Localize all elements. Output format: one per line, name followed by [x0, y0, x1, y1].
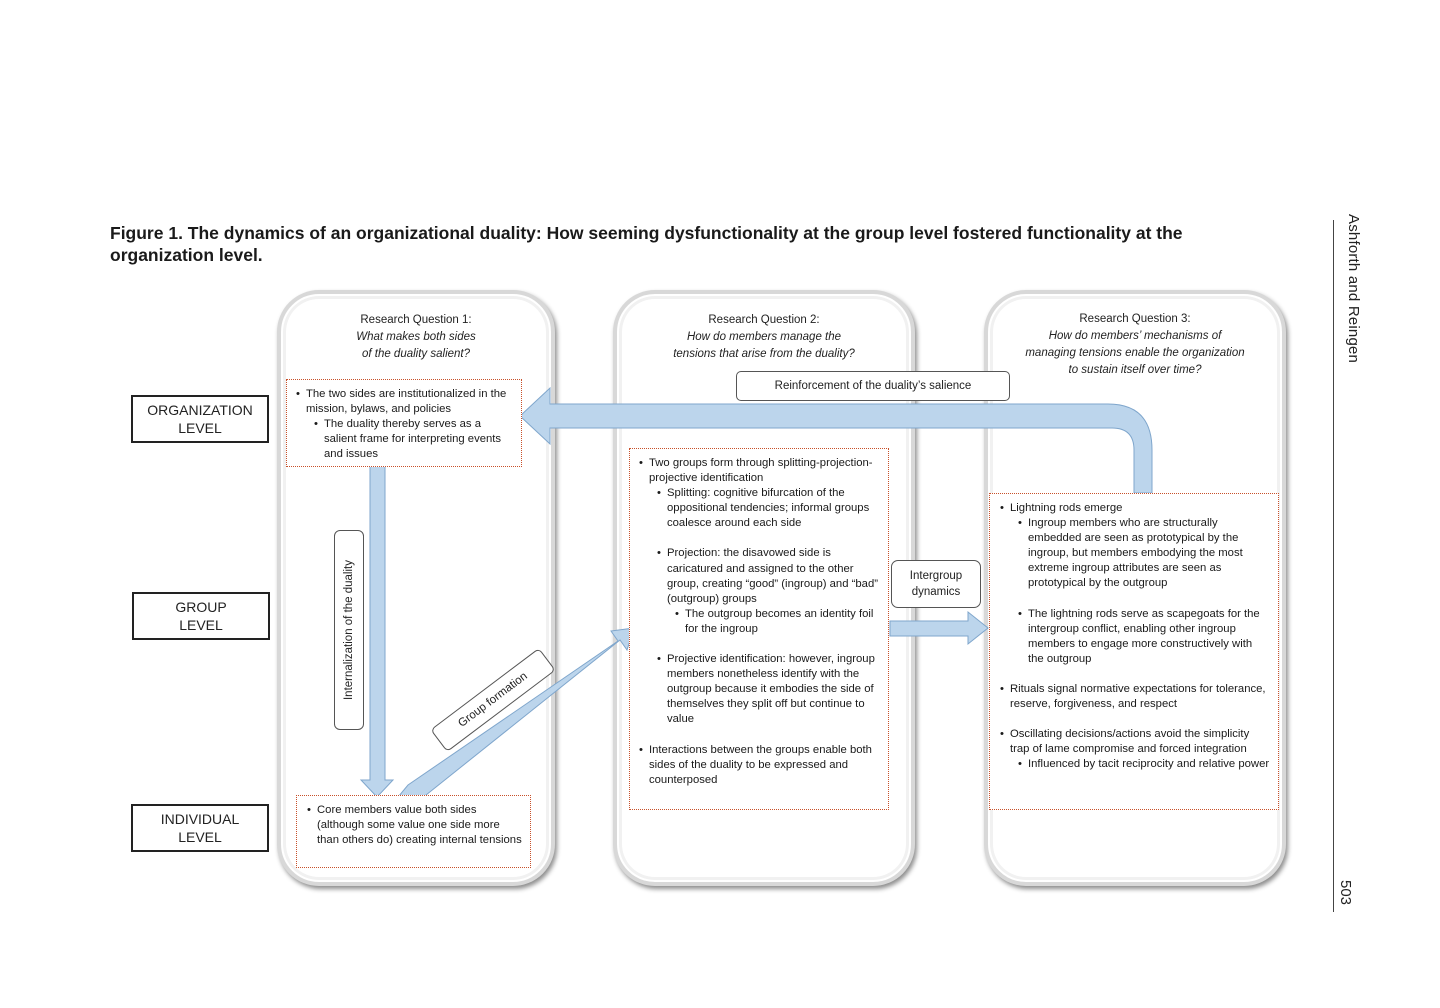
internalization-label: Internalization of the duality — [334, 530, 364, 730]
rq-heading: Research Question 1: — [360, 314, 472, 326]
bullet-text: Rituals signal normative expectations fo… — [1010, 682, 1266, 711]
list-item: Projective identification: however, ingr… — [656, 652, 880, 727]
research-question-1: Research Question 1: What makes both sid… — [281, 312, 551, 363]
rq-heading: Research Question 2: — [708, 314, 820, 326]
mechanisms-box: Lightning rods emerge Ingroup members wh… — [989, 493, 1279, 810]
intergroup-label: Intergroup dynamics — [891, 560, 981, 608]
bullet-text: Interactions between the groups enable b… — [649, 743, 872, 786]
rq-question-line: How do members’ mechanisms of — [1048, 330, 1222, 342]
intergroup-label-line: Intergroup — [909, 570, 963, 582]
bullet-text: Projective identification: however, ingr… — [667, 653, 875, 726]
bullet-text: The two sides are institutionalized in t… — [306, 388, 507, 416]
individual-level-label: INDIVIDUAL LEVEL — [131, 804, 269, 852]
organization-level-label: ORGANIZATION LEVEL — [131, 395, 269, 443]
bullet-text: The outgroup becomes an identity foil fo… — [685, 607, 874, 635]
level-line: LEVEL — [179, 617, 223, 633]
rq-question-line: to sustain itself over time? — [1068, 364, 1202, 376]
level-line: GROUP — [175, 599, 227, 615]
bullet-text: Core members value both sides (although … — [317, 804, 522, 847]
intergroup-arrow — [889, 610, 989, 646]
research-question-2: Research Question 2: How do members mana… — [617, 312, 911, 363]
internalization-label-text: Internalization of the duality — [343, 559, 355, 700]
bullet-text: Oscillating decisions/actions avoid the … — [1010, 728, 1250, 756]
bullet-text: Lightning rods emerge — [1010, 502, 1123, 514]
page-rule — [1333, 220, 1334, 912]
rq-question-line: of the duality salient? — [361, 348, 471, 360]
bullet-text: Ingroup members who are structurally emb… — [1028, 517, 1243, 590]
bullet-text: The lightning rods serve as scapegoats f… — [1028, 607, 1260, 665]
bullet-text: Splitting: cognitive bifurcation of the … — [667, 487, 870, 530]
group-formation-arrow — [397, 627, 635, 808]
group-dynamics-box: Two groups form through splitting-projec… — [629, 448, 889, 810]
rq-question-line: What makes both sides — [356, 331, 476, 343]
intergroup-label-line: dynamics — [911, 586, 961, 598]
list-item: Splitting: cognitive bifurcation of the … — [656, 486, 880, 531]
list-item: Oscillating decisions/actions avoid the … — [999, 727, 1270, 772]
page-number: 503 — [1337, 880, 1354, 906]
figure-caption: Figure 1. The dynamics of an organizatio… — [110, 223, 1183, 265]
list-item: Interactions between the groups enable b… — [638, 743, 880, 788]
bullet-text: Projection: the disavowed side is carica… — [667, 547, 879, 605]
rq-heading: Research Question 3: — [1079, 313, 1191, 325]
rq-question-line: managing tensions enable the organizatio… — [1025, 347, 1245, 359]
research-question-3: Research Question 3: How do members’ mec… — [988, 311, 1282, 379]
list-item: Core members value both sides (although … — [306, 803, 522, 848]
list-item: The duality thereby serves as a salient … — [313, 417, 514, 462]
org-salience-box: The two sides are institutionalized in t… — [286, 379, 522, 467]
list-item: The two sides are institutionalized in t… — [295, 387, 514, 462]
list-item: Influenced by tacit reciprocity and rela… — [1017, 757, 1270, 772]
list-item: Rituals signal normative expectations fo… — [999, 682, 1270, 712]
list-item: Two groups form through splitting-projec… — [638, 456, 880, 728]
bullet-text: Two groups form through splitting-projec… — [649, 457, 873, 485]
internalization-arrow — [359, 465, 395, 798]
rq-question-line: tensions that arise from the duality? — [673, 348, 855, 360]
bullet-text: The duality thereby serves as a salient … — [324, 418, 502, 461]
reinforcement-label-text: Reinforcement of the duality’s salience — [774, 380, 972, 392]
level-line: LEVEL — [178, 829, 222, 845]
list-item: Ingroup members who are structurally emb… — [1017, 516, 1270, 591]
reinforcement-arrow — [519, 386, 1153, 494]
level-line: INDIVIDUAL — [160, 811, 240, 827]
list-item: The outgroup becomes an identity foil fo… — [674, 607, 880, 637]
bullet-text: Influenced by tacit reciprocity and rela… — [1028, 758, 1270, 771]
individual-box: Core members value both sides (although … — [296, 795, 531, 868]
level-line: ORGANIZATION — [147, 402, 253, 418]
group-level-label: GROUP LEVEL — [132, 592, 270, 640]
list-item: The lightning rods serve as scapegoats f… — [1017, 607, 1270, 667]
level-line: LEVEL — [178, 420, 222, 436]
reinforcement-label: Reinforcement of the duality’s salience — [736, 371, 1010, 401]
list-item: Lightning rods emerge Ingroup members wh… — [999, 501, 1270, 667]
list-item: Projection: the disavowed side is carica… — [656, 546, 880, 637]
rq-question-line: How do members manage the — [686, 331, 842, 343]
running-head: Ashforth and Reingen — [1345, 214, 1362, 364]
